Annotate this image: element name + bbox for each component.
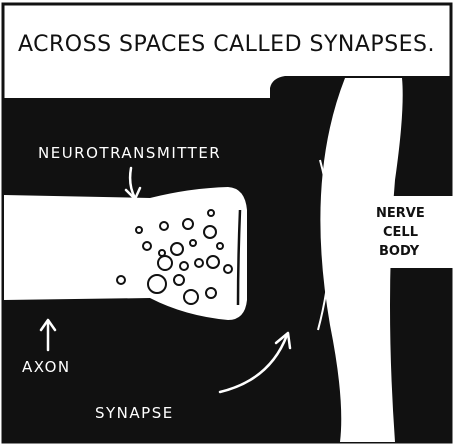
neurotransmitter-label: NEUROTRANSMITTER [38, 144, 221, 162]
nerve-cell-body-label-line2: CELL [383, 225, 418, 240]
nerve-cell-body-label-line1: NERVE [376, 206, 425, 221]
axon-label: AXON [22, 358, 71, 376]
nerve-cell-body-label-line3: BODY [379, 244, 420, 259]
panel-caption: ACROSS SPACES CALLED SYNAPSES. [18, 32, 435, 57]
synapse-label: SYNAPSE [95, 404, 174, 422]
